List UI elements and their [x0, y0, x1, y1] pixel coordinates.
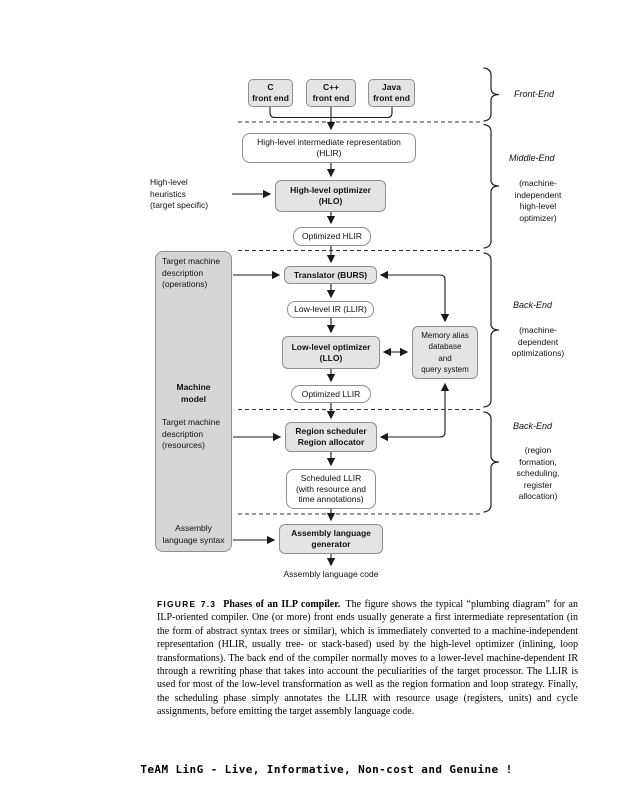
node-cpp-front-end: C++ front end — [306, 79, 356, 107]
node-java-front-end: Java front end — [368, 79, 415, 107]
node-memory-alias-db: Memory alias database and query system — [412, 326, 478, 379]
figure-label: FIGURE 7.3 — [157, 599, 217, 609]
stage-title-back-end-1: Back-End — [513, 300, 553, 310]
stage-sub-middle-end: (machine- independent high-level optimiz… — [514, 178, 562, 223]
node-translator-burs: Translator (BURS) — [284, 266, 377, 284]
node-hlir: High-level intermediate representation (… — [242, 133, 416, 163]
node-region-scheduler-allocator: Region scheduler Region allocator — [285, 422, 377, 452]
stage-title-back-end-2: Back-End — [513, 421, 553, 431]
brace-back-end-2 — [483, 411, 500, 513]
panel-label-machine-model: Machine model — [176, 382, 211, 404]
stage-title-front-end: Front-End — [514, 89, 555, 99]
flow-arrows — [232, 107, 450, 567]
stage-braces — [483, 67, 500, 513]
label-asm-code: Assembly language code — [283, 568, 379, 579]
node-llo: Low-level optimizer (LLO) — [282, 336, 380, 369]
figure-caption-body: The figure shows the typical “plumbing d… — [157, 599, 578, 718]
panel-label-asm-syntax: Assembly language syntax — [162, 523, 225, 545]
node-llir: Low-level IR (LLIR) — [287, 301, 374, 318]
arrow-region-memdb-bidirectional — [379, 382, 450, 442]
team-ling-footer: TeAM LinG - Live, Informative, Non-cost … — [140, 763, 513, 776]
label-high-level-heuristics: High-level heuristics (target specific) — [150, 177, 209, 210]
machine-model-panel: Target machine description (operations) … — [155, 251, 232, 552]
stage-title-middle-end: Middle-End — [509, 153, 555, 163]
figure-title: Phases of an ILP compiler. — [223, 599, 341, 610]
stage-sub-back-end-2: (region formation, scheduling, register … — [516, 445, 560, 501]
brace-front-end — [483, 67, 500, 122]
node-scheduled-llir: Scheduled LLIR (with resource and time a… — [286, 469, 376, 509]
node-optimized-llir: Optimized LLIR — [291, 385, 371, 403]
node-hlo: High-level optimizer (HLO) — [275, 180, 386, 212]
figure-caption: FIGURE 7.3 Phases of an ILP compiler. The… — [157, 598, 578, 719]
panel-label-operations: Target machine description (operations) — [162, 256, 221, 289]
arrow-translator-memdb-bidirectional — [379, 270, 450, 323]
node-c-front-end: C front end — [248, 79, 293, 107]
stage-sub-back-end-1: (machine- dependent optimizations) — [511, 325, 565, 358]
node-optimized-hlir: Optimized HLIR — [293, 227, 371, 246]
brace-back-end-1 — [483, 252, 500, 408]
node-asm-generator: Assembly language generator — [279, 524, 383, 554]
panel-label-resources: Target machine description (resources) — [162, 417, 221, 450]
brace-middle-end — [483, 123, 500, 249]
